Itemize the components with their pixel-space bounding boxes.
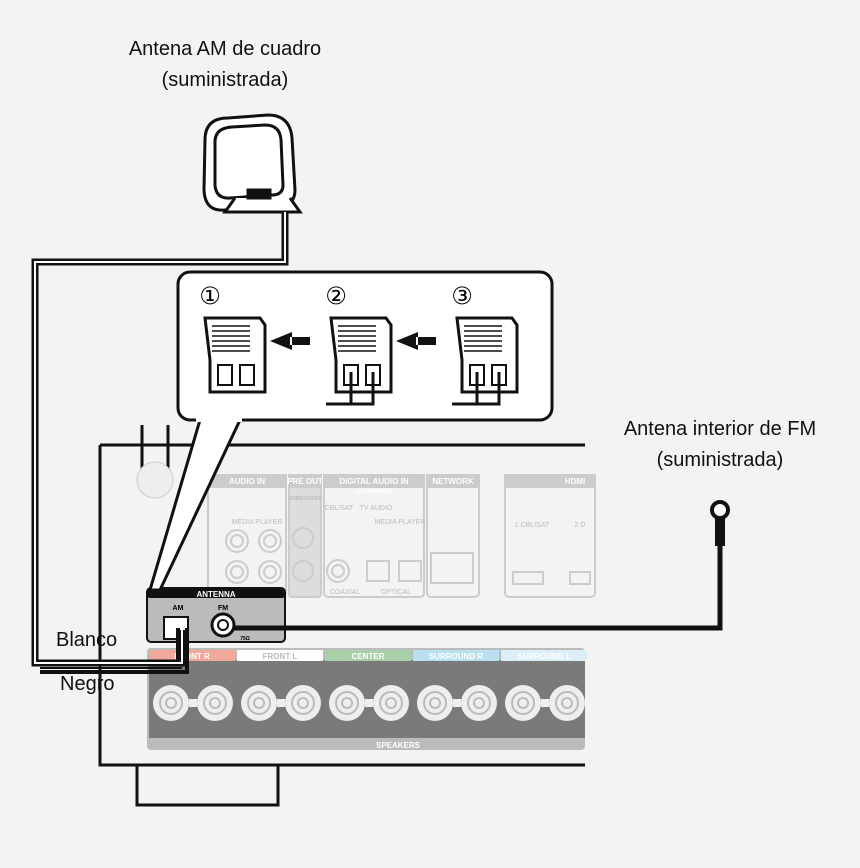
hdmi-label: HDMI [565, 477, 585, 486]
fm-antenna-title: Antena interior de FM [623, 418, 817, 440]
fm-antenna [234, 500, 730, 631]
receiver-chassis [98, 425, 585, 807]
am-antenna-label: Antena AM de cuadro (suministrada) [60, 34, 390, 96]
speaker-binding-post[interactable] [285, 685, 321, 721]
speaker-channel-label: SURROUND R [429, 652, 483, 661]
speaker-binding-post[interactable] [153, 685, 189, 721]
speaker-binding-post[interactable] [197, 685, 233, 721]
pre-out-label: PRE OUT [287, 477, 323, 486]
terminal-clip-icon [203, 316, 267, 394]
step-3: ③ [451, 282, 519, 406]
speaker-channel: SURROUND R [413, 650, 499, 721]
speaker-binding-post[interactable] [241, 685, 277, 721]
fm-antenna-icon [710, 500, 730, 520]
speaker-binding-post[interactable] [417, 685, 453, 721]
speaker-channel: FRONT L [237, 650, 323, 721]
speaker-channel: FRONT R [149, 650, 235, 721]
fm-label: FM [218, 605, 228, 612]
speaker-binding-post[interactable] [461, 685, 497, 721]
push-arrow-icon [396, 332, 436, 350]
antenna-terminal-box: ANTENNA AM FM 75Ω [146, 587, 286, 643]
speaker-terminals: FRONT R FRONT L CENTER SURROUND R SURROUND L… [147, 648, 587, 750]
speaker-channel: SURROUND L [501, 650, 587, 721]
black-wire-label: Negro [60, 673, 115, 695]
panel-labels: AUDIO IN PRE OUT SUBWOOFER DIGITAL AUDIO… [229, 477, 585, 596]
black-wire [40, 628, 189, 674]
step-2: ② [325, 282, 436, 406]
step-1: ① [199, 282, 310, 394]
fm-antenna-label: Antena interior de FM (suministrada) [560, 414, 860, 476]
audio-media-player-label: MEDIA PLAYER [232, 519, 283, 526]
am-loop-antenna-icon [202, 113, 303, 214]
audio-in-label: AUDIO IN [229, 477, 265, 486]
am-antenna-cable [31, 212, 289, 669]
step-number: ③ [451, 282, 473, 310]
speakers-label: SPEAKERS [376, 741, 421, 750]
network-label: NETWORK [432, 477, 474, 486]
speaker-channel: CENTER [325, 650, 411, 721]
ohm-label: 75Ω [240, 636, 250, 642]
speaker-channel-label: SURROUND L [517, 652, 570, 661]
am-antenna-title: Antena AM de cuadro [128, 38, 322, 60]
wifi-antenna-base [136, 461, 174, 499]
media-player-label: MEDIA PLAYER [375, 519, 426, 526]
speaker-binding-post[interactable] [549, 685, 585, 721]
assignable-label: (ASSIGNABLE) [356, 489, 392, 495]
terminal-clip-icon [455, 316, 519, 394]
hdmi-2-label: 2 D [575, 522, 586, 529]
am-label: AM [173, 605, 184, 612]
white-wire-label: Blanco [56, 629, 118, 651]
fm-antenna-subtitle: (suministrada) [656, 449, 784, 471]
coaxial-label: COAXIAL [330, 589, 360, 596]
callout-steps: ① ② ③ [147, 270, 554, 592]
am-antenna-subtitle: (suministrada) [161, 69, 289, 91]
step-number: ② [325, 282, 347, 310]
terminal-clip-icon [329, 316, 393, 394]
antenna-label: ANTENNA [196, 590, 235, 599]
speaker-binding-post[interactable] [329, 685, 365, 721]
speaker-binding-post[interactable] [505, 685, 541, 721]
tv-audio-label: TV AUDIO [360, 505, 393, 512]
hdmi-1-label: 1 CBL/SAT [515, 522, 550, 529]
push-arrow-icon [270, 332, 310, 350]
rear-panel [207, 474, 596, 598]
subwoofer-label: SUBWOOFER [288, 496, 321, 502]
cbl-sat-label: CBL/SAT [325, 505, 354, 512]
speaker-binding-post[interactable] [373, 685, 409, 721]
speaker-channel-label: FRONT L [263, 652, 298, 661]
speaker-channel-label: CENTER [352, 652, 385, 661]
step-number: ① [199, 282, 221, 310]
speaker-channel-label: FRONT R [174, 652, 210, 661]
optical-label: OPTICAL [381, 589, 411, 596]
digital-audio-label: DIGITAL AUDIO IN [339, 477, 408, 486]
